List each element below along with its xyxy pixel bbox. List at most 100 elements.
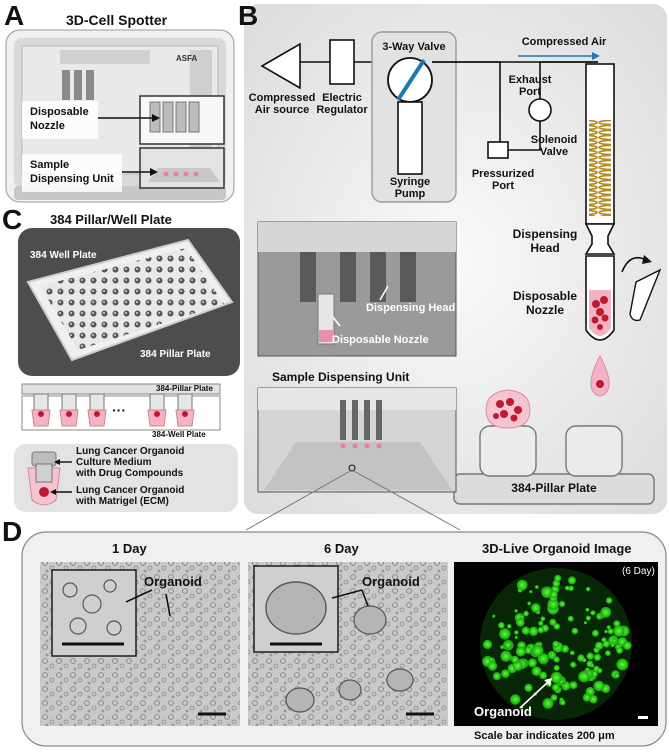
spheroid-dot	[514, 609, 518, 613]
spheroid-dot	[538, 620, 544, 626]
well-schematic	[21, 383, 221, 431]
spheroid-dot	[604, 629, 608, 634]
pillar-plate-photo-label: 384 Pillar Plate	[140, 349, 211, 360]
solenoid-label-2: Valve	[539, 146, 569, 158]
panel-letter-d: D	[2, 516, 23, 547]
spheroid-dot	[492, 614, 496, 618]
spheroid-dot	[559, 600, 566, 608]
legend-box	[14, 444, 238, 512]
legend2-line1: Lung Cancer Organoid	[76, 485, 185, 496]
schematic-pillar-label: 384-Pillar Plate	[156, 384, 213, 393]
pump-label-2: Pump	[394, 188, 426, 200]
spheroid-dot	[529, 590, 533, 594]
dispensing-head-label-1: Dispensing	[512, 227, 578, 241]
regulator-label-2: Regulator	[316, 104, 368, 116]
day6-label: 6 Day	[324, 541, 359, 556]
day1-label: 1 Day	[112, 541, 147, 556]
spheroid-dot	[501, 669, 510, 678]
spheroid-dot	[516, 579, 528, 591]
well-plate-photo-label: 384 Well Plate	[30, 250, 97, 261]
spheroid-dot	[504, 640, 513, 649]
panel-letter-b: B	[238, 0, 259, 31]
spheroid-dot	[607, 628, 614, 635]
panel-a-photo	[5, 29, 235, 203]
spheroid-dot	[527, 601, 532, 606]
spheroid-dot	[550, 671, 563, 684]
spheroid-dot	[492, 672, 501, 681]
spheroid-dot	[605, 597, 613, 604]
spheroid-dot	[521, 626, 530, 635]
three-way-valve-label: 3-Way Valve	[382, 41, 446, 53]
day6-micrograph	[248, 562, 448, 726]
spheroid-dot	[564, 585, 570, 591]
spheroid-dot	[569, 681, 578, 690]
brand-logo-text: ASFA	[176, 54, 198, 63]
dispensing-head-label-2: Head	[530, 241, 560, 255]
spheroid-dot	[590, 610, 596, 616]
spheroid-dot	[595, 641, 604, 650]
spheroid-dot	[582, 658, 587, 663]
spheroid-dot	[582, 693, 592, 702]
sample-unit-photo	[257, 387, 457, 493]
syringe-pump	[397, 101, 423, 175]
callout-unit-line2: Dispensing Unit	[30, 173, 114, 185]
spheroid-dot	[561, 684, 566, 688]
spheroid-dot	[500, 650, 512, 662]
live-image-title: 3D-Live Organoid Image	[482, 541, 632, 556]
spheroid-dot	[614, 673, 620, 679]
spheroid-dot	[568, 585, 574, 591]
spheroid-dot	[590, 663, 595, 668]
spheroid-dot	[568, 576, 576, 585]
dispensing-head-photo	[257, 221, 457, 357]
legend1-line3: with Drug Compounds	[76, 468, 184, 479]
spheroid-dot	[542, 698, 554, 709]
sample-unit-title: Sample Dispensing Unit	[272, 370, 410, 384]
spheroid-dot	[585, 615, 591, 621]
legend2-line2: with Matrigel (ECM)	[76, 496, 169, 507]
spheroid-dot	[610, 643, 615, 648]
spheroid-dot	[499, 628, 511, 640]
spheroid-dot	[605, 650, 611, 656]
spheroid-dot	[550, 694, 558, 701]
spheroid-dot	[510, 694, 521, 705]
scale-bar-note: Scale bar indicates 200 μm	[474, 730, 615, 742]
callout-unit-line1: Sample	[30, 159, 70, 171]
spheroid-dot	[539, 671, 547, 680]
spheroid-dot	[527, 658, 537, 668]
spheroid-dot	[585, 667, 590, 672]
spheroid-dot	[552, 640, 560, 648]
spheroid-dot	[597, 667, 603, 674]
spheroid-dot	[600, 606, 612, 618]
schematic-ellipsis: ···	[112, 402, 126, 418]
pressurized-port	[487, 141, 509, 159]
spheroid-dot	[530, 603, 541, 613]
spheroid-dot	[613, 620, 621, 627]
spheroid-dot	[523, 610, 529, 617]
spheroid-dot	[606, 625, 611, 630]
pressurized-label-2: Port	[492, 180, 514, 192]
spheroid-dot	[514, 635, 518, 640]
exhaust-label-1: Exhaust	[508, 74, 552, 86]
spheroid-dot	[570, 650, 575, 656]
spheroid-dot	[567, 615, 574, 622]
schematic-well-label: 384-Well Plate	[152, 430, 206, 439]
spheroid-dot	[541, 586, 553, 598]
pump-label-1: Syringe	[389, 176, 431, 188]
spheroid-dot	[583, 621, 588, 625]
spheroid-dot	[515, 646, 526, 657]
regulator-label-1: Electric	[322, 92, 362, 104]
legend1-line1: Lung Cancer Organoid	[76, 446, 185, 457]
spheroid-dot	[534, 585, 539, 589]
exhaust-port	[528, 98, 552, 122]
legend1-line2: Culture Medium	[76, 457, 152, 468]
panel-letter-c: C	[2, 204, 23, 235]
spheroid-dot	[622, 641, 632, 650]
organoid-label-day1: Organoid	[144, 574, 202, 589]
spheroid-dot	[514, 630, 519, 635]
live-organoid-image	[454, 562, 658, 726]
spheroid-dot	[531, 666, 542, 676]
spheroid-dot	[593, 680, 605, 692]
spheroid-dot	[586, 652, 594, 660]
spheroid-dot	[540, 616, 546, 622]
spheroid-dot	[578, 670, 590, 683]
